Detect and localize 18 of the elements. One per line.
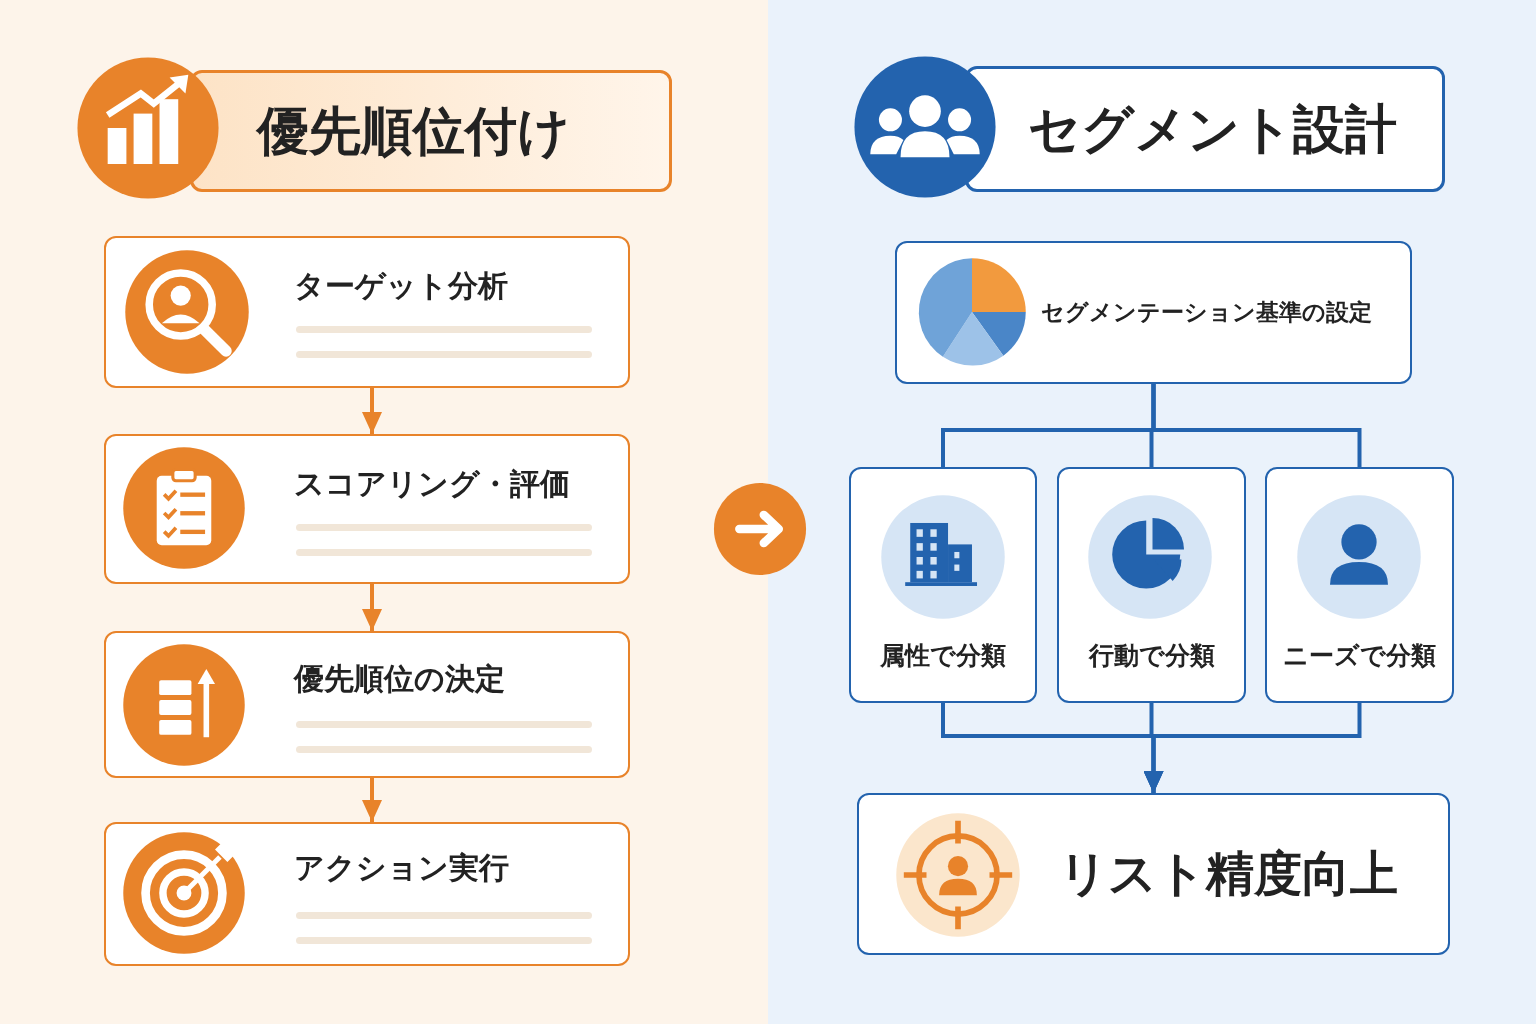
step-title: 優先順位付け <box>257 99 570 163</box>
connector-line <box>1151 384 1362 467</box>
step-title: セグメント設計 <box>1028 97 1397 161</box>
arrow <box>1143 703 1362 793</box>
step-title: セグメンテーション基準の設定 <box>1041 298 1372 327</box>
step-title: 行動で分類 <box>1087 641 1216 671</box>
step-title: ターゲット分析 <box>294 268 508 304</box>
step-title: リスト精度向上 <box>1059 845 1398 903</box>
arrow <box>362 584 382 631</box>
step-title: 優先順位の決定 <box>294 661 505 697</box>
header-box <box>965 66 1445 192</box>
step-title: アクション実行 <box>294 850 509 886</box>
arrow <box>362 778 382 822</box>
step-title: ニーズで分類 <box>1282 641 1437 671</box>
step-title: 属性で分類 <box>879 641 1007 671</box>
arrow <box>362 388 382 434</box>
step-title: スコアリング・評価 <box>294 466 570 502</box>
header-box <box>190 70 672 192</box>
